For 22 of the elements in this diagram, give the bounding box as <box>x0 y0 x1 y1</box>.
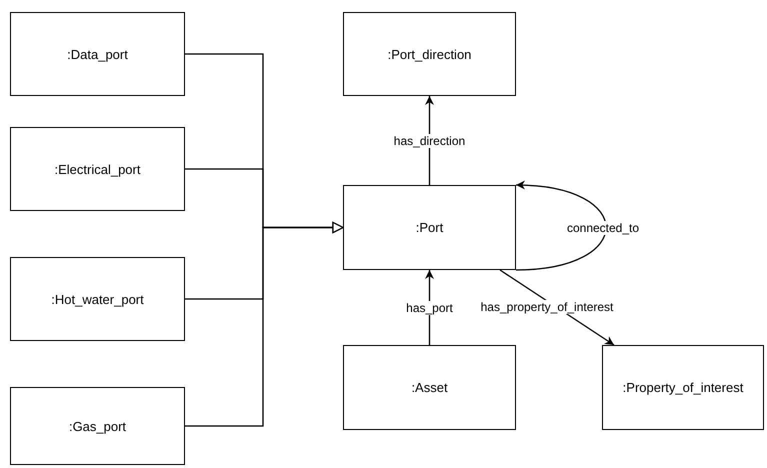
class-box <box>10 257 185 341</box>
class-box <box>343 12 516 96</box>
node-label: :Property_of_interest <box>622 380 744 395</box>
edge-label: has_property_of_interest <box>478 300 616 314</box>
class-box <box>10 12 185 96</box>
node-label: :Data_port <box>67 46 128 62</box>
node-label: :Port_direction <box>388 46 472 62</box>
node-label: :Electrical_port <box>54 162 140 176</box>
edge-label: has_direction <box>392 134 468 148</box>
node-label: :Asset <box>411 380 448 395</box>
class-box <box>10 387 185 465</box>
node-label: :Gas_port <box>68 418 126 434</box>
class-box <box>343 185 516 270</box>
node-label: :Port <box>416 220 444 235</box>
edge-label: has_port <box>404 300 455 314</box>
node-label: :Hot_water_port <box>51 292 144 306</box>
edge-label: connected_to <box>564 220 642 234</box>
class-box <box>602 345 764 430</box>
arrow <box>185 222 344 427</box>
class-box <box>10 127 185 211</box>
class-box <box>343 345 516 430</box>
arrow <box>516 181 606 271</box>
